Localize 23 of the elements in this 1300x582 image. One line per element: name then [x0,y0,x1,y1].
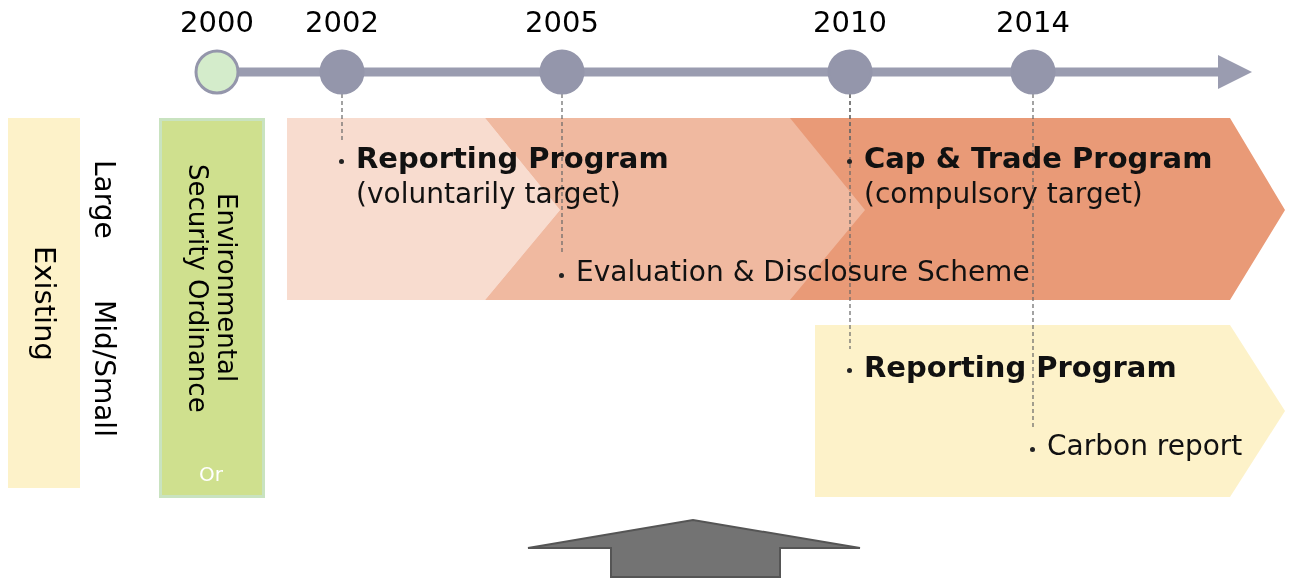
year-label: 2010 [812,4,888,41]
category-band [8,118,80,488]
program-name: Carbon report [1047,428,1243,464]
program-note: (compulsory target) [864,176,1144,212]
program-name: Reporting Program [356,140,669,176]
year-label: 2002 [304,4,380,41]
program-name: Reporting Program [864,349,1177,385]
size-label: Large [88,160,121,239]
leader-line [561,93,563,255]
size-label: Mid/Small [88,300,121,437]
or-label: Or [199,462,223,486]
leader-line [1032,93,1034,429]
program-name: Cap & Trade Program [864,140,1213,176]
year-label: 2014 [995,4,1071,41]
leader-line [849,93,851,350]
year-label: 2005 [524,4,600,41]
year-label: 2000 [179,4,255,41]
ordinance-label: Environmental Security Ordinance [183,162,241,415]
program-note: (voluntarily target) [356,176,622,212]
ordinance-box [159,118,265,498]
leader-line [341,93,343,141]
category-label: Existing [28,245,60,361]
program-name: Evaluation & Disclosure Scheme [576,254,1030,290]
